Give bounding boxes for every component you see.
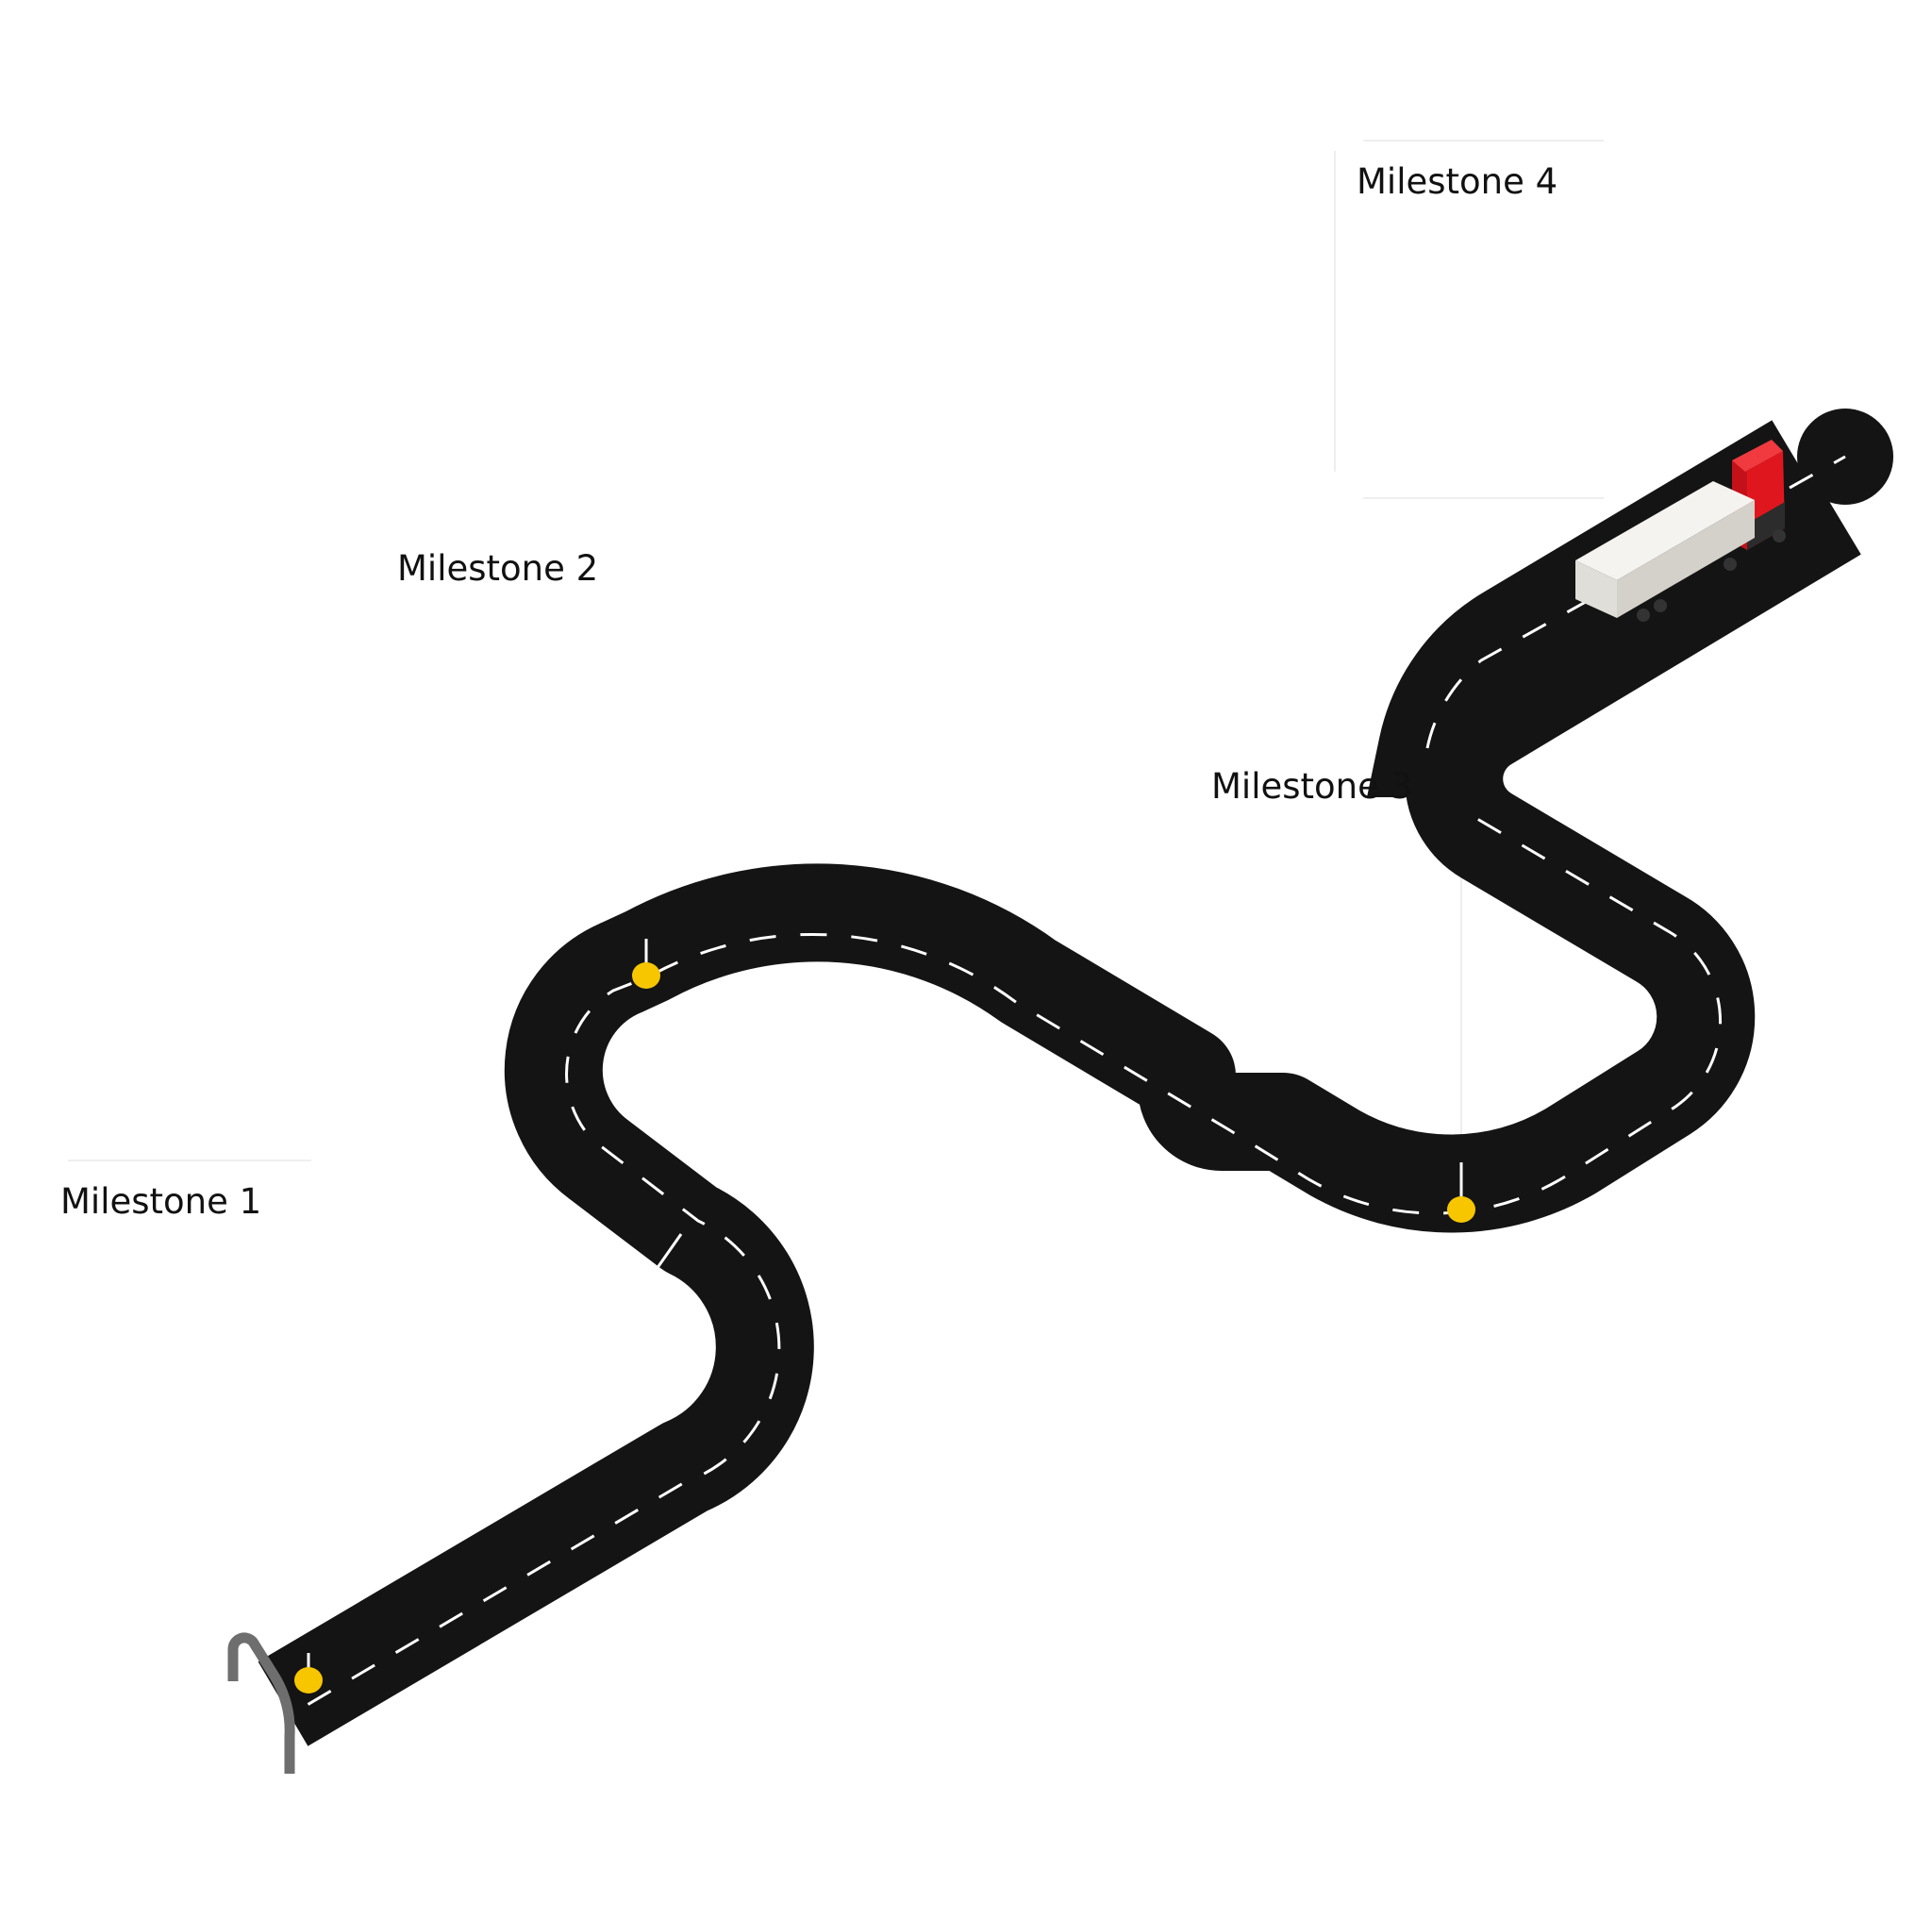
milestone-marker-icon-3 xyxy=(1447,1162,1475,1223)
milestone-1-label: Milestone 1 xyxy=(60,1181,262,1222)
milestone-2-label: Milestone 2 xyxy=(397,548,599,589)
road-main xyxy=(258,409,1893,1746)
connector-lines xyxy=(68,140,1604,1170)
lane-markings xyxy=(263,455,1846,1732)
road-tick xyxy=(655,1233,683,1270)
truck-icon xyxy=(1575,440,1786,622)
start-barrier-icon xyxy=(227,1632,295,1774)
milestone-marker-icon-1 xyxy=(294,1653,323,1694)
milestone-marker-icon-2 xyxy=(632,939,660,989)
milestone-4-label: Milestone 4 xyxy=(1357,161,1558,202)
milestone-3-label: Milestone 3 xyxy=(1211,766,1413,807)
